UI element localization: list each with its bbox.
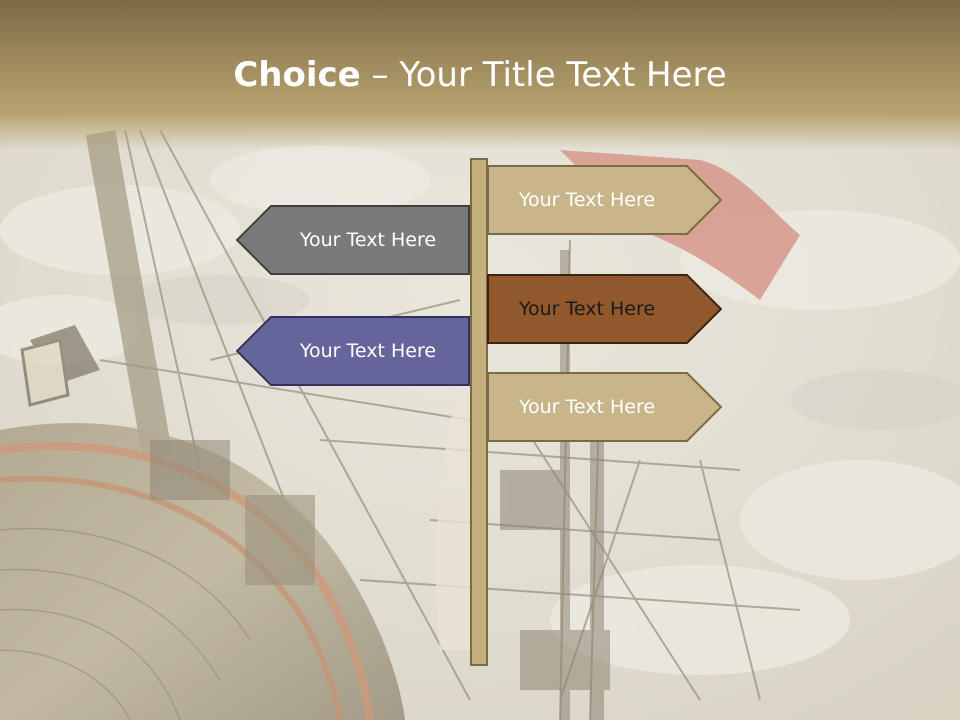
sign-right-2-shape xyxy=(487,274,722,344)
sign-right-1[interactable]: Your Text Here xyxy=(487,165,722,235)
sign-left-1-label: Your Text Here xyxy=(299,229,437,251)
sign-right-3-shape xyxy=(487,372,722,442)
sign-right-3-label: Your Text Here xyxy=(518,396,656,418)
sign-left-2[interactable]: Your Text Here xyxy=(236,316,470,386)
sign-left-2-label: Your Text Here xyxy=(299,340,437,362)
title-rest: – Your Title Text Here xyxy=(360,55,727,95)
sign-right-3[interactable]: Your Text Here xyxy=(487,372,722,442)
title-band xyxy=(0,0,960,150)
sign-right-2-label: Your Text Here xyxy=(518,298,656,320)
sign-left-2-shape xyxy=(236,316,470,386)
sign-right-2[interactable]: Your Text Here xyxy=(487,274,722,344)
slide-title: Choice – Your Title Text Here xyxy=(0,52,960,98)
sign-right-1-shape xyxy=(487,165,722,235)
sign-right-1-label: Your Text Here xyxy=(518,189,656,211)
title-bold: Choice xyxy=(233,55,361,95)
sign-left-1[interactable]: Your Text Here xyxy=(236,205,470,275)
sign-left-1-shape xyxy=(236,205,470,275)
